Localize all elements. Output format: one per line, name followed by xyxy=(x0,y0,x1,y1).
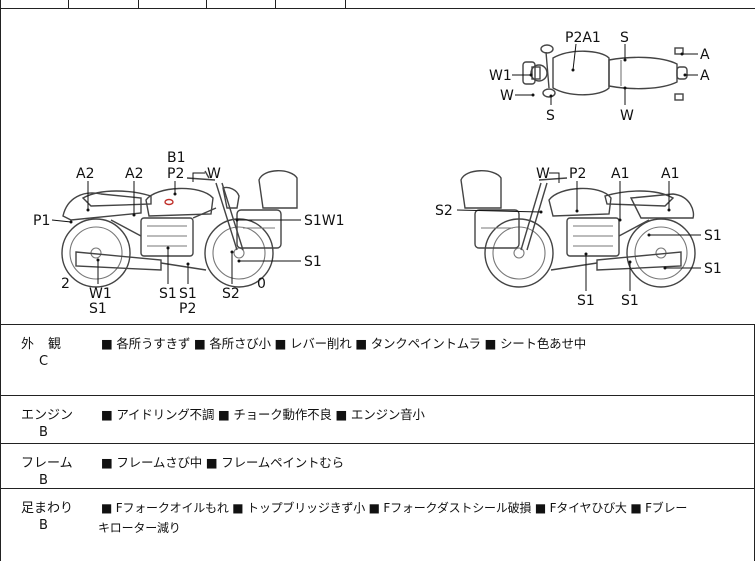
label-left-p2-bottom: P2 xyxy=(179,301,196,317)
label-top-w2: W xyxy=(620,108,634,124)
label-right-s1a: S1 xyxy=(704,228,722,244)
label-top-w: W xyxy=(500,88,514,104)
label-left-s1a: S1 xyxy=(159,286,177,302)
row-exterior: 外観 C ■ 各所うすきず ■ 各所さび小 ■ レバー削れ ■ タンクペイントム… xyxy=(0,324,755,395)
label-right-s1b: S1 xyxy=(704,261,722,277)
label-right-a1a: A1 xyxy=(611,166,629,182)
label-top-w1: W1 xyxy=(489,68,512,84)
notes-engine: ■ アイドリング不調 ■ チョーク動作不良 ■ エンジン音小 xyxy=(101,407,425,422)
notes-frame: ■ フレームさび中 ■ フレームペイントむら xyxy=(101,455,344,470)
label-left-0: 0 xyxy=(257,276,266,292)
label-left-p1: P1 xyxy=(33,213,50,229)
label-left-a2a: A2 xyxy=(76,166,94,182)
label-top-s2: S xyxy=(546,108,555,124)
category-frame: フレーム xyxy=(21,456,73,471)
right-side-labels: W P2 A1 A1 S2 S1 S1 S1 S1 xyxy=(435,166,722,309)
notes-exterior: ■ 各所うすきず ■ 各所さび小 ■ レバー削れ ■ タンクペイントムラ ■ シ… xyxy=(101,336,587,351)
damage-diagram: P2A1 S A A W1 W S W xyxy=(0,8,755,324)
label-top-p2a1: P2A1 xyxy=(565,30,601,46)
notes-suspension-line2: キローター減り xyxy=(98,521,181,535)
category-engine: エンジン xyxy=(21,408,74,423)
label-right-s1d: S1 xyxy=(621,293,639,309)
label-left-s1-right: S1 xyxy=(304,254,322,270)
label-left-b1: B1 xyxy=(167,150,186,166)
category-exterior: 外観 xyxy=(21,337,76,352)
label-top-a2: A xyxy=(700,68,710,84)
label-top-a1: A xyxy=(700,47,710,63)
category-suspension: 足まわり xyxy=(21,501,74,516)
row-frame: フレーム B ■ フレームさび中 ■ フレームペイントむら xyxy=(0,443,755,488)
label-left-p2: P2 xyxy=(167,166,184,182)
row-engine: エンジン B ■ アイドリング不調 ■ チョーク動作不良 ■ エンジン音小 xyxy=(0,395,755,443)
row-suspension: 足まわり B ■ Fフォークオイルもれ ■ トップブリッジきず小 ■ Fフォーク… xyxy=(0,488,755,561)
label-left-a2b: A2 xyxy=(125,166,143,182)
label-left-s1-bottom: S1 xyxy=(89,301,107,317)
label-top-s: S xyxy=(620,30,629,46)
condition-table: 外観 C ■ 各所うすきず ■ 各所さび小 ■ レバー削れ ■ タンクペイントム… xyxy=(0,324,755,561)
top-view-motorcycle xyxy=(522,44,688,101)
label-left-s1b: S1 xyxy=(179,286,197,302)
left-side-labels: B1 P2 W A2 A2 P1 S1W1 S1 2 W1 S1 S1 S1 S… xyxy=(33,150,345,317)
top-view-labels: P2A1 S A A W1 W S W xyxy=(489,30,710,124)
label-right-a1b: A1 xyxy=(661,166,679,182)
grade-frame: B xyxy=(39,473,48,488)
red-damage-mark xyxy=(164,198,174,206)
label-left-w: W xyxy=(207,166,221,182)
left-side-motorcycle xyxy=(61,170,298,288)
notes-suspension-line1: ■ Fフォークオイルもれ ■ トップブリッジきず小 ■ Fフォークダストシール破… xyxy=(101,501,688,515)
right-side-motorcycle xyxy=(460,170,696,288)
label-right-w: W xyxy=(536,166,550,182)
label-left-s2: S2 xyxy=(222,286,240,302)
label-right-p2: P2 xyxy=(569,166,586,182)
previous-table-edge xyxy=(0,0,755,9)
grade-engine: B xyxy=(39,425,48,440)
grade-exterior: C xyxy=(39,354,49,369)
label-right-s1c: S1 xyxy=(577,293,595,309)
label-left-w1: W1 xyxy=(89,286,112,302)
label-right-s2: S2 xyxy=(435,203,453,219)
grade-suspension: B xyxy=(39,518,48,533)
label-left-s1w1: S1W1 xyxy=(304,213,345,229)
label-left-2: 2 xyxy=(61,276,70,292)
